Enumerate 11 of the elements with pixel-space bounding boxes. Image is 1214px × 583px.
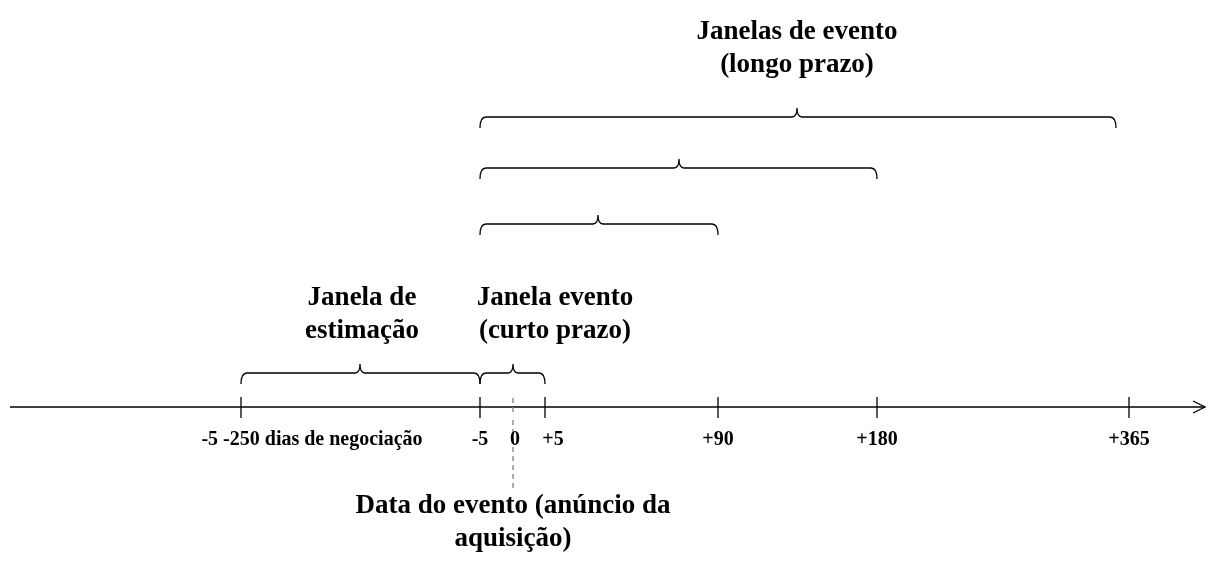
window-label: Janelas de evento (longo prazo) [695,14,899,80]
tick-label: +90 [701,426,735,450]
window-label: Janela de estimação [304,280,420,346]
tick-label: +365 [1107,426,1151,450]
tick-label: +5 [541,426,565,450]
tick-label: -5 [470,426,490,450]
tick-label: 0 [509,426,521,450]
tick-label: -5 -250 dias de negociação [200,426,424,450]
tick-label: +180 [855,426,899,450]
window-label: Janela evento (curto prazo) [475,280,635,346]
event-date-label: Data do evento (anúncio da aquisição) [353,488,673,554]
